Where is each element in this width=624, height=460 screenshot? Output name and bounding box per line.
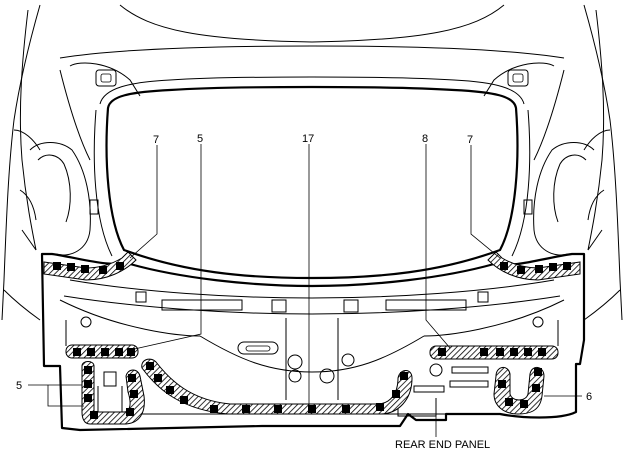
sealer-band-7-right [487, 251, 581, 281]
spot-weld-icon [84, 366, 92, 374]
spot-weld-icon [128, 374, 136, 382]
spot-weld-icon [510, 348, 518, 356]
spot-weld-icon [563, 262, 571, 270]
spot-weld-icon [115, 348, 123, 356]
spot-weld-icon [520, 400, 528, 408]
callout-8: 8 [422, 133, 428, 145]
spot-weld-icon [549, 263, 557, 271]
spot-weld-icon [308, 405, 316, 413]
spot-weld-icon [99, 266, 107, 274]
spot-weld-icon [524, 348, 532, 356]
spot-weld-icon [87, 348, 95, 356]
callout-7-right: 7 [467, 134, 473, 146]
spot-weld-icon [392, 390, 400, 398]
spot-weld-icon [126, 408, 134, 416]
spot-weld-icon [438, 348, 446, 356]
spot-weld-icon [180, 396, 188, 404]
spot-weld-icon [376, 403, 384, 411]
spot-weld-icon [53, 262, 61, 270]
spot-weld-icon [154, 374, 162, 382]
spot-weld-icon [500, 262, 508, 270]
spot-weld-icon [496, 348, 504, 356]
spot-weld-icon [101, 348, 109, 356]
spot-weld-icon [342, 405, 350, 413]
spot-weld-icon [538, 348, 546, 356]
spot-weld-icon [127, 348, 135, 356]
callout-5-top: 5 [197, 133, 203, 145]
spot-weld-icon [242, 405, 250, 413]
callout-7-left: 7 [153, 134, 159, 146]
spot-weld-icon [84, 394, 92, 402]
spot-weld-icon [498, 380, 506, 388]
callout-6: 6 [586, 391, 592, 403]
spot-weld-icon [90, 411, 98, 419]
callout-17: 17 [302, 133, 314, 145]
callout-labels: 7 5 17 8 7 5 6 REAR END PANEL [16, 133, 592, 451]
spot-weld-icon [210, 405, 218, 413]
spot-weld-icon [73, 348, 81, 356]
body-outline [1, 4, 623, 417]
spot-weld-icon [480, 348, 488, 356]
spot-weld-icon [130, 390, 138, 398]
spot-weld-icon [274, 405, 282, 413]
leader-lines [28, 144, 582, 437]
rear-end-panel-label: REAR END PANEL [395, 439, 490, 451]
spot-weld-icon [166, 386, 174, 394]
spot-weld-icon [532, 384, 540, 392]
spot-weld-icon [400, 372, 408, 380]
spot-weld-icon [505, 398, 513, 406]
spot-weld-icon [67, 263, 75, 271]
spot-weld-icon [517, 266, 525, 274]
spot-welds [53, 262, 571, 419]
spot-weld-icon [84, 380, 92, 388]
spot-weld-icon [81, 265, 89, 273]
spot-weld-icon [146, 362, 154, 370]
spot-weld-icon [535, 265, 543, 273]
spot-weld-icon [534, 368, 542, 376]
callout-5-left: 5 [16, 380, 22, 392]
spot-weld-icon [116, 262, 124, 270]
